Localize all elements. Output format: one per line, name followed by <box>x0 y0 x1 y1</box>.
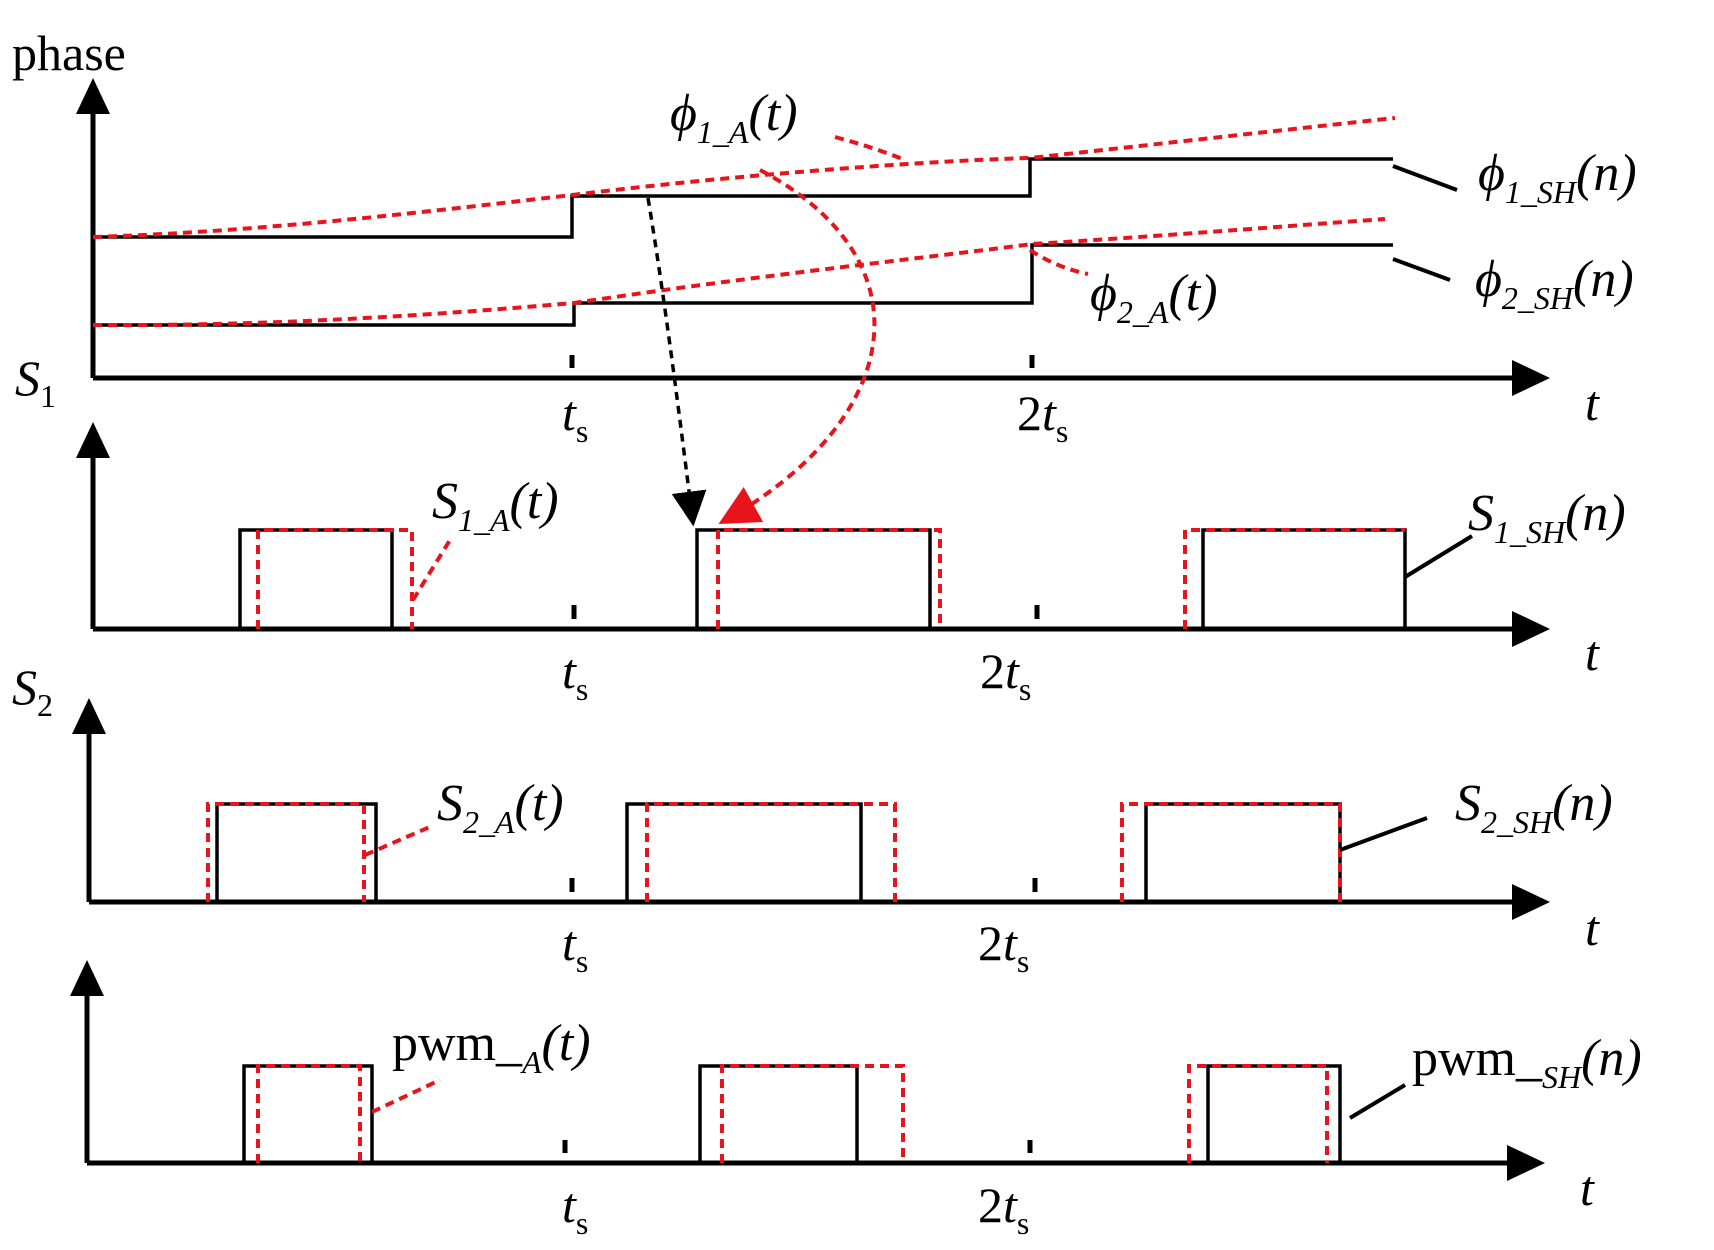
pwm-analog-pulse-1 <box>256 1064 362 1163</box>
pwm-analog-pulse-3 <box>1187 1064 1329 1163</box>
s1-tick-label-2ts: 2ts <box>980 643 1031 707</box>
phase-y-axis-arrowhead <box>76 78 110 114</box>
phi2-sampled-label: ϕ2_SH(n) <box>1475 251 1634 316</box>
analog-mapping-arrow <box>718 168 877 524</box>
s1-tick-label-ts: ts <box>562 643 588 707</box>
s1-x-label: t <box>1585 625 1600 681</box>
s1-sampled-pulse-3 <box>1201 528 1407 629</box>
s2-y-label: S2 <box>12 659 53 723</box>
s1-sampled-label: S1_SH(n) <box>1468 485 1626 550</box>
sampled-mapping-arrow <box>646 197 707 527</box>
s2-sampled-pulse-1 <box>215 802 378 902</box>
s2-analog-label: S2_A(t) <box>437 775 564 840</box>
s1-sampled-pulse-1 <box>238 528 394 629</box>
phi2-analog-leader <box>1028 248 1089 276</box>
pwm-tick-label-ts: ts <box>562 1177 588 1241</box>
phi1-sampled-label: ϕ1_SH(n) <box>1478 145 1637 210</box>
phase-panel: phase t ts 2ts ϕ1_A(t) ϕ1_SH(n) ϕ2_A(t) … <box>12 25 1637 449</box>
pwm-panel: t ts 2ts pwm_A(t) pwm_SH(n) <box>70 960 1642 1241</box>
phase-y-label: phase <box>12 25 126 81</box>
s2-analog-pulse-3 <box>1120 802 1342 902</box>
s2-y-axis-arrowhead <box>72 698 106 734</box>
s2-sampled-pulse-2 <box>625 802 863 902</box>
s2-analog-pulse-2 <box>645 802 897 902</box>
pwm-sampled-pulse-1 <box>242 1064 374 1163</box>
s2-sampled-leader <box>1339 816 1428 852</box>
s1-analog-pulse-3 <box>1183 528 1405 629</box>
phi2-sampled-leader <box>1392 257 1451 282</box>
phi2-analog-curve <box>92 217 1386 328</box>
phi1-analog-curve <box>92 116 1396 239</box>
s1-sampled-pulse-2 <box>695 528 932 629</box>
s2-tick-label-2ts: 2ts <box>978 915 1029 979</box>
pwm-analog-leader <box>371 1078 441 1114</box>
s2-panel: S2 t ts 2ts S2_A(t) S2_SH(n) <box>12 659 1613 979</box>
phase-tick-label-ts: ts <box>562 385 588 449</box>
phase-x-axis-arrowhead <box>1512 360 1550 396</box>
pwm-tick-label-2ts: 2ts <box>978 1177 1029 1241</box>
s2-tick-label-ts: ts <box>562 915 588 979</box>
s2-analog-leader <box>364 824 433 857</box>
s2-sampled-pulse-3 <box>1144 802 1342 902</box>
pwm-sampled-label: pwm_SH(n) <box>1412 1030 1642 1095</box>
phase-x-label: t <box>1585 375 1600 431</box>
s1-analog-pulse-2 <box>716 528 942 629</box>
s1-y-label: S1 <box>15 350 56 414</box>
s1-analog-pulse-1 <box>256 528 414 629</box>
s1-sampled-leader <box>1403 534 1474 579</box>
phi1-analog-label: ϕ1_A(t) <box>670 85 798 150</box>
pwm-analog-pulse-2 <box>720 1064 905 1163</box>
pwm-y-axis-arrowhead <box>70 960 104 996</box>
s1-x-axis-arrowhead <box>1512 611 1550 647</box>
pwm-x-axis-arrowhead <box>1507 1145 1545 1181</box>
s1-panel: S1 t ts 2ts S1_A(t) S1_SH(n) <box>15 350 1626 707</box>
pwm-sampled-pulse-3 <box>1206 1064 1342 1163</box>
pwm-analog-label: pwm_A(t) <box>392 1015 591 1080</box>
phi2-analog-label: ϕ2_A(t) <box>1090 265 1218 330</box>
s2-sampled-label: S2_SH(n) <box>1455 775 1613 840</box>
s2-analog-pulse-1 <box>206 802 366 902</box>
s2-x-axis-arrowhead <box>1512 884 1550 920</box>
phi2-sampled-staircase <box>93 243 1393 327</box>
s2-x-label: t <box>1585 900 1600 956</box>
pwm-sampled-leader <box>1348 1083 1407 1120</box>
phi1-analog-leader <box>834 135 906 162</box>
s1-analog-leader <box>411 538 452 602</box>
s1-analog-label: S1_A(t) <box>432 473 559 538</box>
phase-tick-label-2ts: 2ts <box>1017 385 1068 449</box>
s1-y-axis-arrowhead <box>76 422 110 458</box>
phi1-sampled-leader <box>1392 164 1458 192</box>
pwm-x-label: t <box>1580 1160 1595 1216</box>
